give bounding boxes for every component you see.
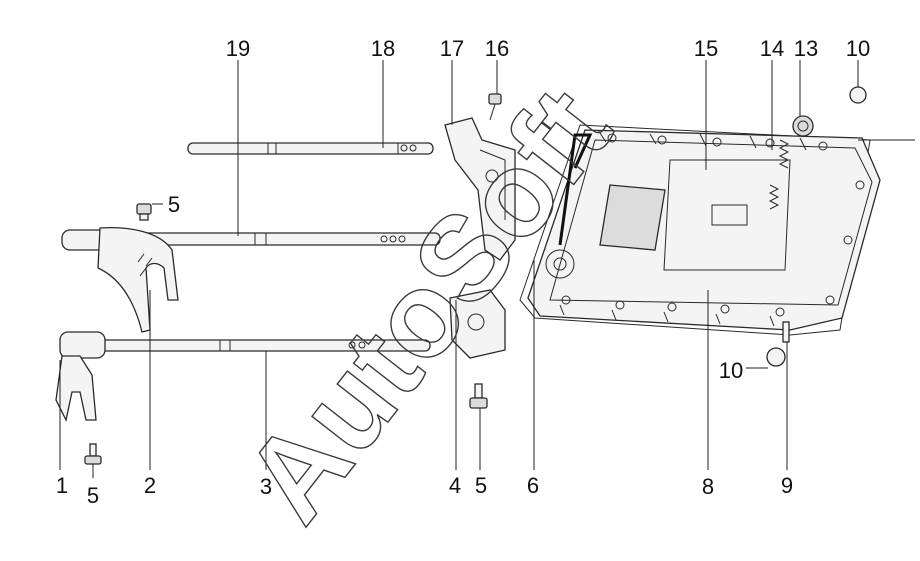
springs-14	[768, 139, 790, 210]
steel-ball-10-top	[849, 86, 867, 104]
cover-housing-8	[527, 129, 881, 331]
gasket-6	[519, 124, 871, 336]
housing-holes	[561, 133, 865, 317]
callout-5: 5	[87, 483, 99, 508]
callout-3: 3	[260, 474, 272, 499]
callout-10: 10	[719, 358, 743, 383]
shift-rail-19	[139, 232, 441, 246]
screw-5-center	[469, 383, 488, 409]
callout-5: 5	[168, 192, 180, 217]
steel-ball-10-bottom	[766, 347, 786, 367]
callout-14: 14	[760, 36, 784, 61]
callout-19: 19	[226, 36, 250, 61]
callout-2: 2	[144, 473, 156, 498]
callout-15: 15	[694, 36, 718, 61]
callout-16: 16	[485, 36, 509, 61]
link-rod	[558, 133, 593, 246]
callout-5: 5	[475, 473, 487, 498]
shift-fork-1	[55, 331, 106, 422]
selector-block-4	[449, 289, 506, 359]
interlock-bracket-17	[444, 117, 516, 261]
pin-9	[782, 321, 790, 343]
plate-15	[599, 159, 791, 271]
leader-lines	[59, 60, 915, 478]
callout-8: 8	[702, 474, 714, 499]
callout-6: 6	[527, 473, 539, 498]
shift-fork-2	[61, 226, 179, 333]
callout-4: 4	[449, 473, 461, 498]
callout-labels: 1 5 2 3 4 5 6 8 9 10 5 19 18 17 16 15 14…	[56, 36, 870, 508]
callout-10: 10	[846, 36, 870, 61]
plug-13	[792, 115, 814, 137]
callout-1: 1	[56, 473, 68, 498]
screw-5-left	[136, 203, 152, 221]
screw-5-bottom-left	[84, 443, 102, 465]
callout-18: 18	[371, 36, 395, 61]
bolt-16	[488, 93, 502, 121]
callout-17: 17	[440, 36, 464, 61]
callout-13: 13	[794, 36, 818, 61]
shift-rail-18	[187, 142, 434, 155]
callout-9: 9	[781, 473, 793, 498]
